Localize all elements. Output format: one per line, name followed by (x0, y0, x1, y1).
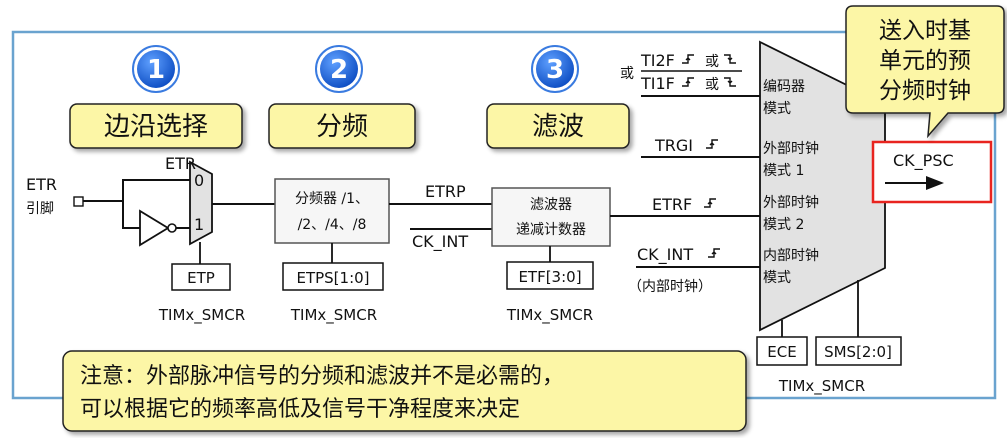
edge-select-wiring (83, 179, 190, 229)
ck-int-right-label: CK_INT (637, 245, 693, 265)
etf-register-label: ETF[3:0] (518, 268, 581, 286)
ti1f-rising-edge-icon (682, 77, 694, 87)
ck-int-rising-edge-icon (708, 248, 720, 258)
divider-block (274, 178, 390, 244)
callout-line-2: 单元的预 (879, 48, 971, 74)
ti2f-rising-edge-icon (682, 54, 694, 64)
mode-ext1-line-1: 外部时钟 (763, 140, 819, 157)
ece-register-box (756, 336, 808, 366)
ti2f-signal-label: TI2F (640, 51, 675, 70)
mode-encoder-line-1: 编码器 (763, 79, 805, 95)
ck-psc-label: CK_PSC (893, 151, 954, 171)
etp-register-label: ETP (187, 269, 215, 287)
step-tab-1 (69, 103, 243, 149)
note-line-2: 可以根据它的频率高低及信号干净程度来决定 (80, 397, 520, 422)
ti1f-signal-label: TI1F (640, 74, 675, 93)
ti2f-falling-edge-icon (724, 54, 736, 64)
etr-pin-label: ETR (26, 175, 57, 194)
divider-block-line-1: 分频器 /1、 (295, 191, 369, 207)
mode-ext2-line-2: 模式 2 (763, 217, 804, 233)
step-tab-2 (268, 103, 416, 149)
etps-register-label: ETPS[1:0] (296, 269, 369, 287)
ece-register-label: ECE (767, 343, 796, 361)
mode-ext1-line-2: 模式 1 (763, 163, 804, 179)
mode-ext2-line-1: 外部时钟 (763, 194, 819, 211)
step-number-2: 2 (330, 55, 348, 85)
mode-internal-line-2: 模式 (763, 270, 791, 286)
etrf-signal-label: ETRF (652, 195, 692, 214)
inverter-bubble (167, 223, 177, 233)
etr-pin-pad (73, 196, 84, 207)
ti1f-falling-edge-icon (724, 77, 736, 87)
or-word-ti2f: 或 (705, 54, 719, 70)
filter-block-line-2: 递减计数器 (516, 222, 586, 238)
sms-register-label: SMS[2:0] (824, 343, 892, 361)
mode-internal-line-1: 内部时钟 (763, 247, 819, 264)
ck-psc-highlight (871, 140, 993, 204)
ck-int-left-label: CK_INT (412, 232, 468, 252)
filter-block-line-1: 滤波器 (530, 197, 572, 213)
step-title-edge-select: 边沿选择 (104, 112, 208, 142)
note-line-1: 注意：外部脉冲信号的分频和滤波并不是必需的， (80, 364, 564, 389)
divider-block-line-2: /2、/4、/8 (298, 217, 367, 233)
trgi-signal-label: TRGI (654, 136, 693, 155)
step-badge-3: 3 (531, 45, 579, 93)
edge-select-mux (189, 160, 213, 246)
step-number-1: 1 (147, 55, 165, 85)
trgi-rising-edge-icon (706, 139, 718, 149)
etr-pin-label-cn: 引脚 (26, 201, 54, 217)
mode-encoder-line-2: 模式 (763, 101, 791, 117)
or-word-left: 或 (620, 66, 634, 82)
sms-register-box (815, 336, 902, 366)
note-box (62, 350, 747, 432)
callout-line-3: 分频时钟 (879, 78, 971, 104)
internal-clock-note: （内部时钟） (628, 278, 712, 295)
etf-register-box (506, 261, 594, 290)
etps-register-box (282, 262, 384, 291)
etrf-rising-edge-icon (704, 198, 716, 208)
or-word-ti1f: 或 (705, 77, 719, 93)
mode-select-mux (759, 40, 886, 332)
etrp-signal-label: ETRP (425, 182, 466, 201)
callout-bubble (845, 5, 1005, 139)
mode-register-owner: TIMx_SMCR (778, 377, 865, 396)
step-title-filter: 滤波 (532, 112, 584, 142)
etps-register-owner: TIMx_SMCR (290, 306, 377, 325)
mux-input-0: 0 (194, 171, 204, 190)
ck-psc-arrow-head (926, 176, 944, 190)
etf-register-owner: TIMx_SMCR (506, 306, 593, 325)
inverter-gate (139, 209, 170, 247)
step-title-divide: 分频 (316, 112, 368, 142)
mux-input-1: 1 (194, 215, 204, 234)
step-number-3: 3 (546, 55, 564, 85)
etp-register-owner: TIMx_SMCR (158, 306, 245, 325)
filter-block (491, 187, 611, 247)
etp-register-box (171, 263, 231, 291)
mux-etr-label: ETR (165, 154, 196, 173)
step-tab-3 (486, 103, 630, 149)
step-badge-1: 1 (132, 45, 180, 93)
callout-line-1: 送入时基 (879, 18, 971, 44)
step-badge-2: 2 (315, 45, 363, 93)
